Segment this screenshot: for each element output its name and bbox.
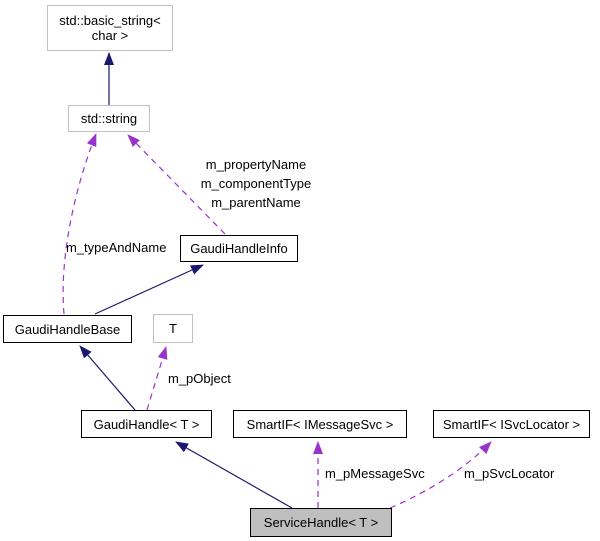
edge-label-type-and-name: m_typeAndName — [66, 240, 167, 255]
inheritance-arrow-servicehandle-to-gaudihandle — [175, 441, 293, 509]
usage-arrow-handleinfo-to-stdstring — [127, 134, 226, 235]
edge-label-p-object: m_pObject — [168, 371, 231, 386]
class-node-gaudihandlebase[interactable]: GaudiHandleBase — [3, 315, 132, 343]
inheritance-arrow-handlebase-to-handleinfo — [94, 264, 204, 315]
class-node-servicehandle-t: ServiceHandle< T > — [250, 508, 392, 537]
class-node-gaudihandle-t[interactable]: GaudiHandle< T > — [81, 410, 212, 438]
usage-arrow-gaudihandle-to-t — [146, 346, 168, 411]
class-node-gaudihandleinfo[interactable]: GaudiHandleInfo — [180, 235, 298, 262]
edge-label-handleinfo-members: m_propertyName m_componentType m_parentN… — [200, 157, 312, 210]
usage-arrow-handlebase-to-stdstring — [62, 133, 97, 315]
class-node-std-basic-string: std::basic_string< char > — [47, 5, 173, 51]
usage-arrow-servicehandle-to-isvclocator — [389, 441, 492, 509]
edge-label-p-svc-locator: m_pSvcLocator — [464, 466, 555, 481]
class-node-smartif-isvclocator[interactable]: SmartIF< ISvcLocator > — [433, 410, 590, 438]
class-node-smartif-imessagesvc[interactable]: SmartIF< IMessageSvc > — [233, 410, 407, 438]
edge-label-p-message-svc: m_pMessageSvc — [325, 466, 425, 481]
class-node-std-string: std::string — [68, 105, 150, 132]
inheritance-arrow-gaudihandle-to-handlebase — [79, 345, 136, 411]
class-node-t: T — [153, 314, 193, 343]
